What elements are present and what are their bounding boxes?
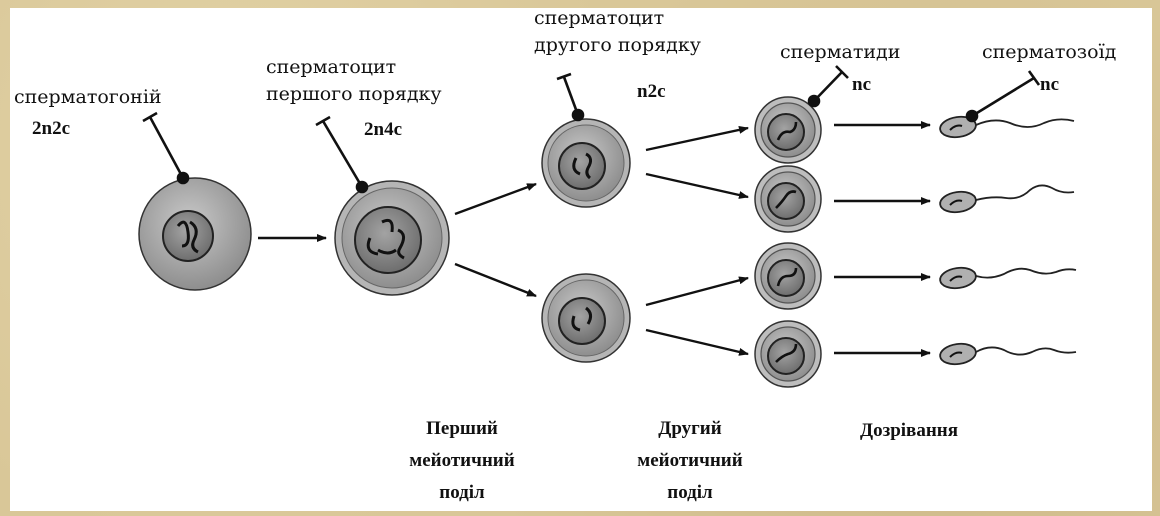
label-secondary-spermatocyte-line2: другого порядку [534, 34, 701, 56]
arrow-secondary-bottom-to-spermatid-3 [645, 276, 749, 307]
stage-second-line2: мейотичний [637, 450, 742, 471]
secondary-spermatocyte-cell-top [541, 118, 631, 208]
arrow-secondary-top-to-spermatid-1 [645, 125, 749, 152]
formula-spermatids: nc [852, 74, 871, 95]
spermatogonium-cell [138, 177, 252, 291]
formula-secondary-spermatocyte: n2c [637, 81, 666, 102]
pointer-secondary-spermatocyte [556, 72, 585, 122]
stage-first-line3: поділ [439, 482, 485, 503]
secondary-spermatocyte-cell-bottom [541, 273, 631, 363]
label-spermatids: сперматиди [780, 41, 900, 63]
spermatozoon-2 [939, 184, 1075, 214]
primary-spermatocyte-cell [334, 180, 450, 296]
label-primary-spermatocyte-line1: сперматоцит [266, 56, 396, 78]
label-spermatogonium: сперматогоній [14, 86, 162, 108]
arrow-secondary-top-to-spermatid-2 [645, 172, 749, 199]
label-pointers [142, 65, 1041, 194]
stage-maturation: Дозрівання [860, 420, 958, 441]
spermatozoon-4 [939, 342, 1077, 366]
spermatid-cell-4 [754, 320, 822, 388]
spermatozoon-1 [939, 115, 1075, 139]
pointer-spermatogonium [142, 111, 190, 185]
process-arrows [258, 121, 931, 357]
pointer-primary-spermatocyte [315, 115, 369, 194]
pointer-spermatozoon [965, 70, 1041, 123]
stage-first-line2: мейотичний [409, 450, 514, 471]
formula-primary-spermatocyte: 2n4c [364, 119, 402, 140]
formula-spermatogonium: 2n2c [32, 118, 70, 139]
spermatid-cell-3 [754, 242, 822, 310]
stage-second-line3: поділ [667, 482, 713, 503]
arrow-primary-to-secondary-top [454, 182, 537, 216]
spermatozoon-3 [939, 266, 1077, 290]
label-primary-spermatocyte-line2: першого порядку [266, 83, 442, 105]
arrow-secondary-bottom-to-spermatid-4 [645, 328, 749, 356]
spermatid-cell-1 [754, 96, 822, 164]
spermatid-cell-2 [754, 165, 822, 233]
stage-first-meiotic-division: Перший мейотичний поділ [409, 418, 514, 503]
stage-second-line1: Другий [658, 418, 721, 439]
formula-spermatozoon: nc [1040, 74, 1059, 95]
stage-second-meiotic-division: Другий мейотичний поділ [637, 418, 742, 503]
stage-first-line1: Перший [426, 418, 498, 439]
label-spermatozoon: сперматозоїд [982, 41, 1116, 63]
arrow-primary-to-secondary-bottom [454, 262, 537, 298]
label-secondary-spermatocyte-line1: сперматоцит [534, 7, 664, 29]
pointer-spermatids [807, 65, 849, 108]
